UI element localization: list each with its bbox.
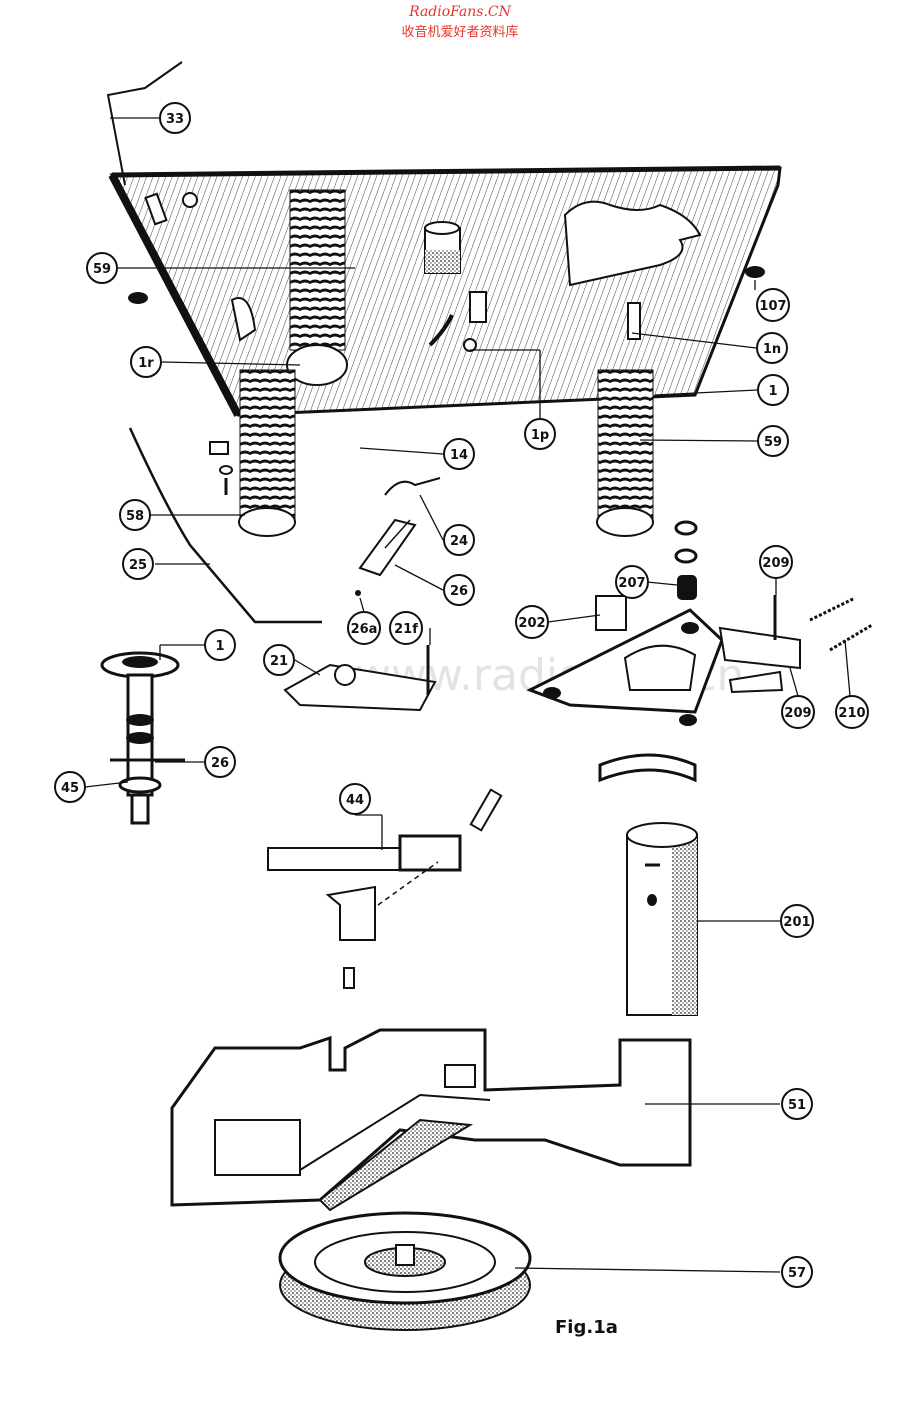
callout-207: 207 (615, 565, 649, 599)
callout-51: 51 (781, 1088, 813, 1120)
spring-right (596, 369, 654, 537)
svg-text:26a: 26a (351, 622, 378, 637)
spindle-assembly (100, 651, 185, 825)
callout-45: 45 (54, 771, 86, 803)
svg-text:1n: 1n (763, 342, 781, 357)
wire-spring-24 (384, 477, 441, 496)
turntable-57 (278, 1211, 532, 1331)
callout-21: 21 (263, 644, 295, 676)
callout-210: 210 (835, 695, 869, 729)
callout-1r: 1r (130, 346, 162, 378)
callout-59-right: 59 (757, 425, 789, 457)
svg-text:24: 24 (450, 534, 468, 549)
callout-21f: 21f (389, 611, 423, 645)
rod-25 (128, 427, 322, 624)
svg-text:209: 209 (784, 706, 811, 721)
svg-text:107: 107 (759, 299, 786, 314)
callout-59-top: 59 (86, 252, 118, 284)
callout-1-top: 1 (757, 374, 789, 406)
site-title: RadioFans.CN (409, 4, 511, 20)
svg-text:21: 21 (270, 654, 288, 669)
bracket-plate-202 (526, 595, 801, 726)
callout-33: 33 (159, 102, 191, 134)
svg-text:51: 51 (788, 1098, 806, 1113)
svg-text:1: 1 (768, 384, 777, 399)
callout-57: 57 (781, 1256, 813, 1288)
mechanism-21 (283, 645, 437, 712)
arm-44 (267, 788, 503, 989)
bracket-26 (355, 518, 417, 596)
base-plate (108, 165, 782, 417)
callout-107: 107 (756, 288, 790, 322)
cable-33 (106, 61, 183, 186)
svg-text:59: 59 (93, 262, 111, 277)
callout-26-spindle: 26 (204, 746, 236, 778)
figure-label: Fig.1a (555, 1317, 618, 1338)
svg-text:57: 57 (788, 1266, 806, 1281)
svg-text:210: 210 (838, 706, 865, 721)
spring-top-center (286, 189, 348, 386)
svg-text:201: 201 (783, 915, 810, 930)
callout-202: 202 (515, 605, 549, 639)
callout-44: 44 (339, 783, 371, 815)
svg-text:1r: 1r (138, 356, 154, 371)
svg-text:202: 202 (518, 616, 545, 631)
svg-text:21f: 21f (394, 622, 418, 637)
callout-14: 14 (443, 438, 475, 470)
callout-209-top: 209 (759, 545, 793, 579)
site-subtitle: 收音机爱好者资料库 (401, 25, 519, 40)
callout-58: 58 (119, 499, 151, 531)
callout-201: 201 (780, 904, 814, 938)
screw-left (209, 441, 233, 495)
svg-text:59: 59 (764, 435, 782, 450)
frame-51 (170, 1028, 692, 1212)
svg-text:1: 1 (215, 639, 224, 654)
grommet-right (745, 266, 765, 278)
callout-25: 25 (122, 548, 154, 580)
spring-left (238, 369, 296, 537)
washers-right (674, 520, 698, 564)
svg-text:25: 25 (129, 558, 147, 573)
callout-24: 24 (443, 524, 475, 556)
svg-text:209: 209 (762, 556, 789, 571)
callout-26-mid: 26 (443, 574, 475, 606)
motor-201 (598, 753, 698, 1016)
callout-1p: 1p (524, 418, 556, 450)
svg-text:44: 44 (346, 793, 364, 808)
svg-text:45: 45 (61, 781, 79, 796)
svg-text:58: 58 (126, 509, 144, 524)
rubber-207 (677, 575, 697, 600)
leader-lines (84, 117, 851, 1273)
svg-text:207: 207 (618, 576, 645, 591)
springs-210 (809, 596, 873, 652)
callout-209-bottom: 209 (781, 695, 815, 729)
svg-text:1p: 1p (531, 428, 549, 443)
callout-26a: 26a (347, 611, 381, 645)
callout-1-spindle: 1 (204, 629, 236, 661)
grommet-left (128, 292, 148, 304)
svg-text:26: 26 (450, 584, 468, 599)
svg-text:14: 14 (450, 448, 468, 463)
svg-text:33: 33 (166, 112, 184, 127)
callout-1n: 1n (756, 332, 788, 364)
svg-text:26: 26 (211, 756, 229, 771)
